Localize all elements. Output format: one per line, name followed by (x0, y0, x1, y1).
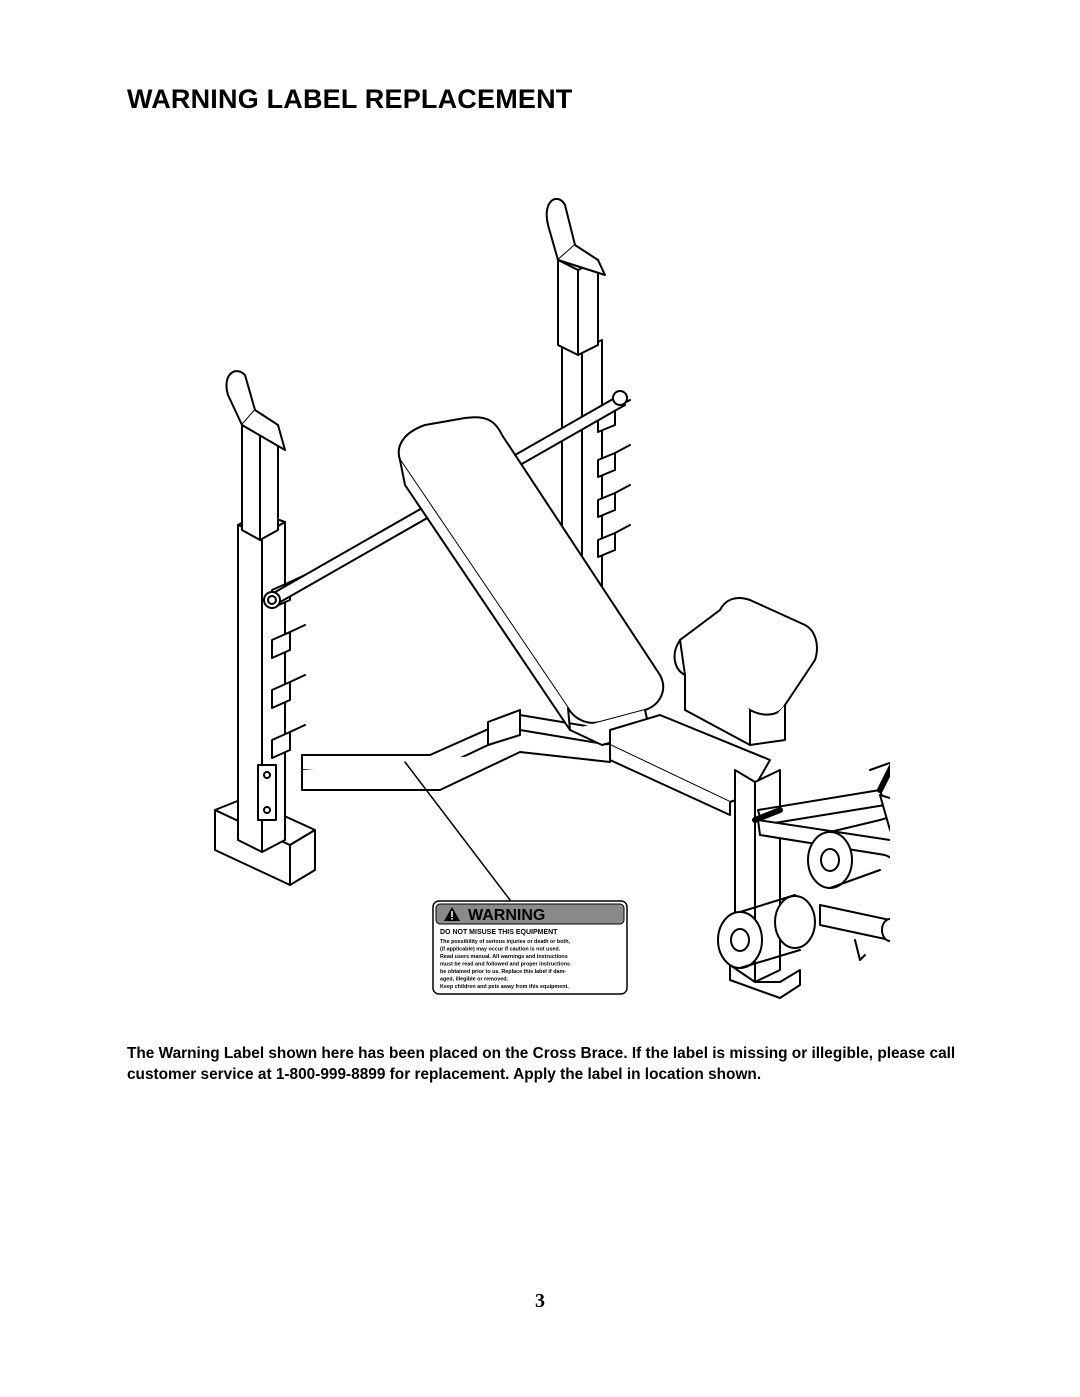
warning-label-heading: WARNING (468, 907, 545, 924)
warning-label: WARNING DO NOT MISUSE THIS EQUIPMENT The… (432, 900, 628, 995)
warning-label-line: must be read and followed and proper ins… (440, 962, 570, 968)
leader-line (404, 761, 511, 901)
warning-label-line: Keep children and pets away from this eq… (440, 984, 569, 990)
seat-pad (609, 597, 818, 816)
warning-label-line: Read users manual. All warnings and inst… (440, 954, 568, 960)
warning-label-line: The possibility of serious injuries or d… (440, 939, 570, 945)
page-title: WARNING LABEL REPLACEMENT (127, 84, 573, 114)
body-paragraph: The Warning Label shown here has been pl… (127, 1045, 956, 1083)
warning-triangle-icon (444, 907, 460, 921)
warning-label-graphic: WARNING DO NOT MISUSE THIS EQUIPMENT The… (432, 900, 628, 995)
warning-label-line: be obtained prior to us. Replace this la… (440, 969, 566, 975)
warning-label-line: aged, illegible or removed. (440, 977, 509, 983)
warning-label-line: (if applicable) may occur if caution is … (440, 947, 561, 953)
warning-label-subheading: DO NOT MISUSE THIS EQUIPMENT (440, 929, 558, 936)
weight-bench-illustration (190, 170, 890, 1010)
weight-bench-icon (214, 198, 890, 999)
left-upright-post (225, 370, 306, 853)
leg-developer (717, 761, 890, 999)
backrest-pad (397, 416, 665, 746)
page-number: 3 (535, 1290, 545, 1312)
